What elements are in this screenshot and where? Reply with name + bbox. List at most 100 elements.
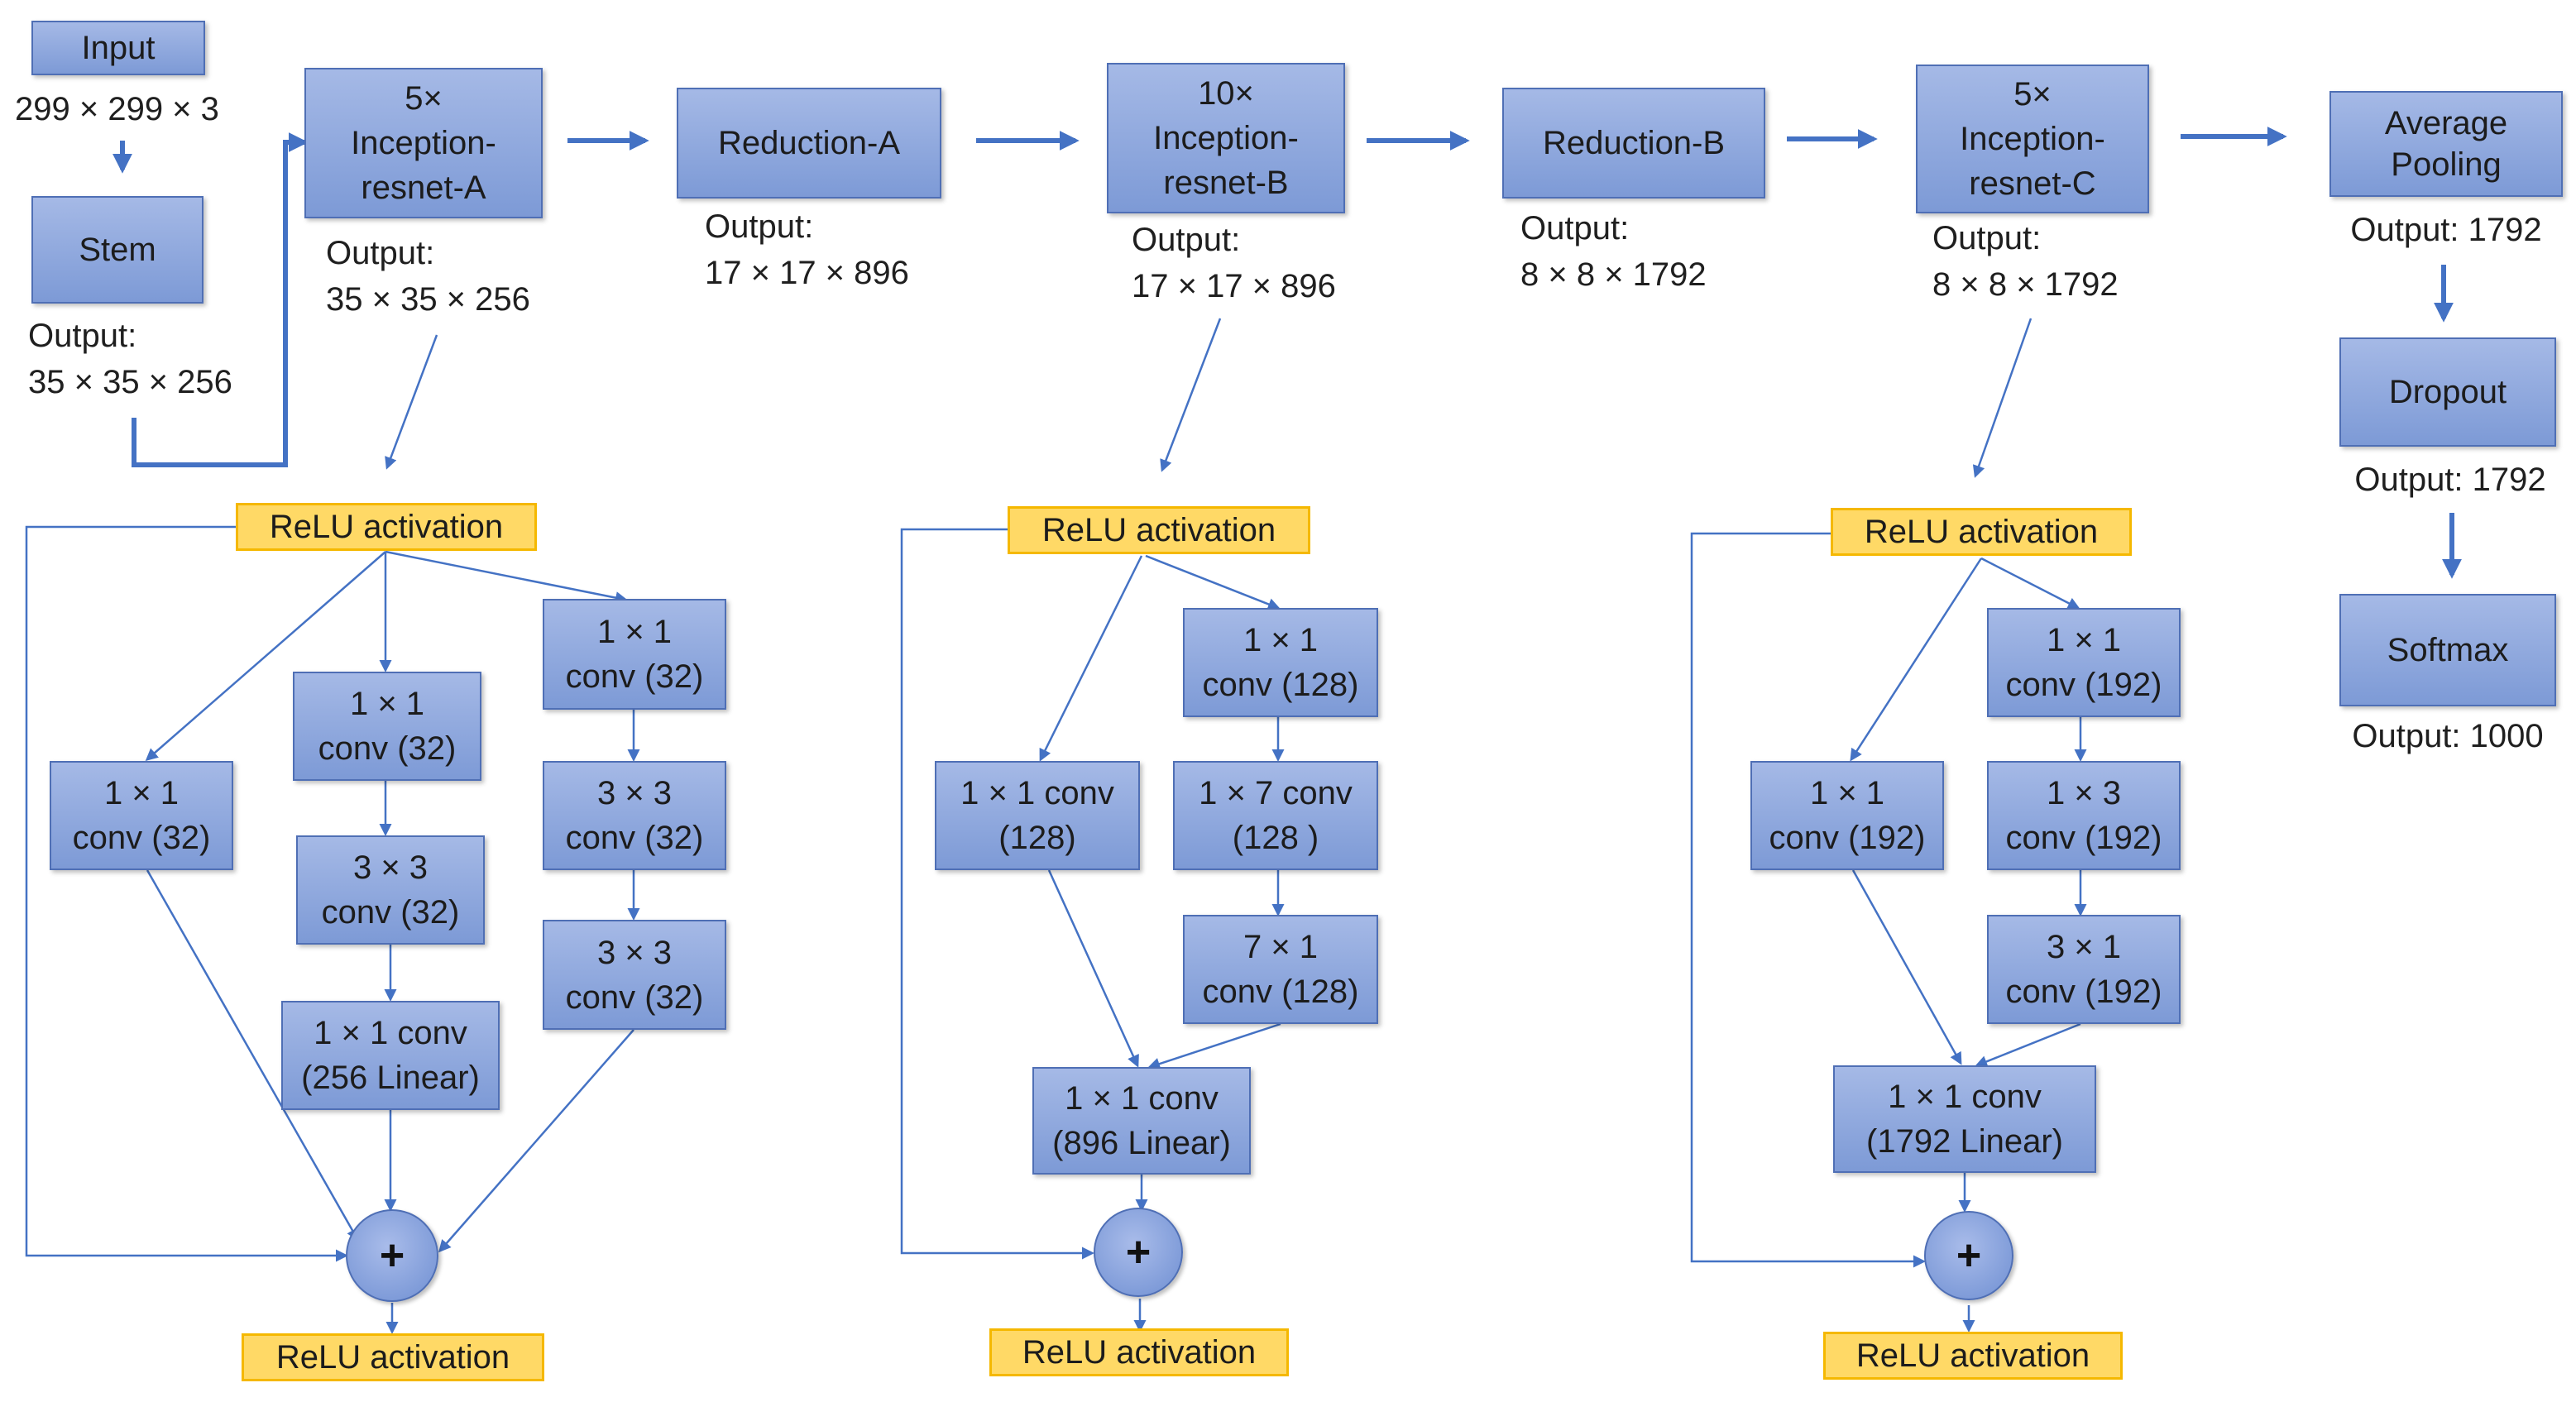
reduction-a-label: Reduction-A	[717, 125, 901, 161]
block-b-linear-conv: 1 × 1 conv (896 Linear)	[1032, 1067, 1251, 1175]
block-b-relu-bottom: ReLU activation	[989, 1328, 1289, 1376]
block-a-add-node: +	[346, 1209, 438, 1302]
inception-b-line2: Inception-	[1153, 120, 1299, 156]
block-c-branch2-conv1: 1 × 1 conv (192)	[1987, 608, 2181, 717]
pipeline-arrows	[113, 127, 2462, 579]
block-b-relu-top: ReLU activation	[1008, 506, 1310, 554]
block-c-branch2-conv3-l1: 3 × 1	[2046, 929, 2122, 965]
average-pooling-line2: Pooling	[2391, 146, 2502, 183]
block-c-branch2-conv2-l2: conv (192)	[2005, 820, 2162, 856]
block-a-relu-top: ReLU activation	[236, 503, 537, 551]
reduction-a-box: Reduction-A	[677, 88, 941, 199]
inception-c-line2: Inception-	[1960, 121, 2105, 157]
reduction-b-output-label: Output:	[1520, 210, 1630, 246]
block-a-branch1-l1: 1 × 1	[103, 775, 180, 811]
block-b-branch2-conv1: 1 × 1 conv (128)	[1183, 608, 1378, 717]
block-b-branch2-conv1-l2: conv (128)	[1202, 667, 1359, 703]
block-c-branch1-l2: conv (192)	[1769, 820, 1926, 856]
inception-a-line3: resnet-A	[361, 170, 486, 206]
block-b-branch1-conv: 1 × 1 conv (128)	[935, 761, 1140, 870]
stem-output-value: 35 × 35 × 256	[28, 364, 232, 400]
block-b-branch2-conv2-l2: (128 )	[1232, 820, 1319, 856]
block-a-branch3-conv2-l1: 3 × 3	[596, 775, 673, 811]
block-a-linear-l2: (256 Linear)	[301, 1060, 480, 1096]
block-a-relu-bottom: ReLU activation	[242, 1333, 544, 1381]
block-a-linear-l1: 1 × 1 conv	[314, 1015, 467, 1051]
block-c-branch2-conv2-l1: 1 × 3	[2046, 775, 2122, 811]
block-c-branch2-conv1-l1: 1 × 1	[2046, 622, 2122, 658]
block-b-branch2-conv2-l1: 1 × 7 conv	[1199, 775, 1353, 811]
inception-c-output-label: Output:	[1932, 220, 2042, 256]
inception-c-count: 5×	[2013, 76, 2052, 112]
block-c-linear-conv: 1 × 1 conv (1792 Linear)	[1833, 1065, 2096, 1173]
block-b-branch2-conv2: 1 × 7 conv (128 )	[1173, 761, 1378, 870]
block-b-linear-l1: 1 × 1 conv	[1065, 1080, 1219, 1117]
inception-resnet-c-box: 5× Inception- resnet-C	[1916, 65, 2149, 213]
inception-c-line3: resnet-C	[1969, 165, 2096, 202]
stem-output-label: Output:	[28, 318, 137, 354]
softmax-label: Softmax	[2387, 632, 2509, 668]
reduction-b-label: Reduction-B	[1542, 125, 1726, 161]
block-b-add-node: +	[1094, 1208, 1183, 1297]
block-c-linear-l1: 1 × 1 conv	[1888, 1079, 2042, 1115]
input-shape: 299 × 299 × 3	[15, 91, 219, 127]
block-a-branch2-conv2: 3 × 3 conv (32)	[296, 835, 485, 945]
block-a-branch1-conv: 1 × 1 conv (32)	[50, 761, 233, 870]
inception-a-output-value: 35 × 35 × 256	[326, 281, 530, 318]
input-box: Input	[31, 21, 205, 75]
block-a-branch3-conv2: 3 × 3 conv (32)	[543, 761, 726, 870]
block-a-branch3-conv3-l1: 3 × 3	[596, 934, 673, 971]
block-a-branch3-conv1-l2: conv (32)	[565, 658, 704, 695]
block-c-branch1-conv: 1 × 1 conv (192)	[1750, 761, 1944, 870]
dropout-label: Dropout	[2388, 374, 2507, 410]
block-c-linear-l2: (1792 Linear)	[1866, 1123, 2063, 1160]
block-a-branch2-conv1-l2: conv (32)	[318, 730, 457, 767]
block-a-branch3-conv2-l2: conv (32)	[565, 820, 704, 856]
block-b-branch2-conv3-l1: 7 × 1	[1243, 929, 1319, 965]
block-c-connectors	[1690, 532, 2087, 1333]
stem-box: Stem	[31, 196, 203, 304]
inception-b-output-label: Output:	[1132, 222, 1241, 258]
block-c-branch2-conv2: 1 × 3 conv (192)	[1987, 761, 2181, 870]
block-a-branch3-conv3: 3 × 3 conv (32)	[543, 920, 726, 1030]
inception-resnet-a-box: 5× Inception- resnet-A	[304, 68, 543, 218]
block-b-branch2-conv1-l1: 1 × 1	[1243, 622, 1319, 658]
inception-a-output-label: Output:	[326, 235, 435, 271]
softmax-output: Output: 1000	[2352, 718, 2544, 754]
average-pooling-line1: Average	[2384, 105, 2508, 141]
reduction-a-output-value: 17 × 17 × 896	[705, 255, 909, 291]
inception-a-line2: Inception-	[351, 125, 496, 161]
inception-resnet-b-box: 10× Inception- resnet-B	[1107, 63, 1345, 213]
block-a-branch2-conv1-l1: 1 × 1	[349, 686, 425, 722]
inception-b-count: 10×	[1198, 75, 1254, 112]
block-c-branch2-conv3-l2: conv (192)	[2005, 974, 2162, 1010]
block-b-branch2-conv3-l2: conv (128)	[1202, 974, 1359, 1010]
block-c-branch1-l1: 1 × 1	[1809, 775, 1885, 811]
reduction-a-output-label: Output:	[705, 208, 814, 245]
block-c-branch2-conv1-l2: conv (192)	[2005, 667, 2162, 703]
reduction-b-box: Reduction-B	[1502, 88, 1765, 199]
block-a-linear-conv: 1 × 1 conv (256 Linear)	[281, 1001, 500, 1110]
average-pooling-box: Average Pooling	[2329, 91, 2563, 197]
block-a-branch3-conv1: 1 × 1 conv (32)	[543, 599, 726, 710]
detail-pointers	[385, 318, 2033, 478]
block-b-linear-l2: (896 Linear)	[1052, 1125, 1231, 1161]
block-a-branch2-conv1: 1 × 1 conv (32)	[293, 672, 481, 781]
block-c-branch2-conv3: 3 × 1 conv (192)	[1987, 915, 2181, 1024]
block-b-branch2-conv3: 7 × 1 conv (128)	[1183, 915, 1378, 1024]
input-label: Input	[81, 30, 156, 66]
block-a-branch1-l2: conv (32)	[72, 820, 211, 856]
inception-c-output-value: 8 × 8 × 1792	[1932, 266, 2119, 303]
inception-b-line3: resnet-B	[1163, 165, 1289, 201]
block-a-branch2-conv2-l1: 3 × 3	[352, 849, 429, 886]
block-b-branch1-l2: (128)	[998, 820, 1076, 856]
inception-b-output-value: 17 × 17 × 896	[1132, 268, 1336, 304]
dropout-output: Output: 1792	[2354, 462, 2546, 498]
average-pooling-output: Output: 1792	[2350, 212, 2542, 248]
block-c-add-node: +	[1924, 1211, 2013, 1300]
inception-a-count: 5×	[405, 80, 443, 117]
reduction-b-output-value: 8 × 8 × 1792	[1520, 256, 1707, 293]
dropout-box: Dropout	[2339, 337, 2556, 447]
softmax-box: Softmax	[2339, 594, 2556, 706]
